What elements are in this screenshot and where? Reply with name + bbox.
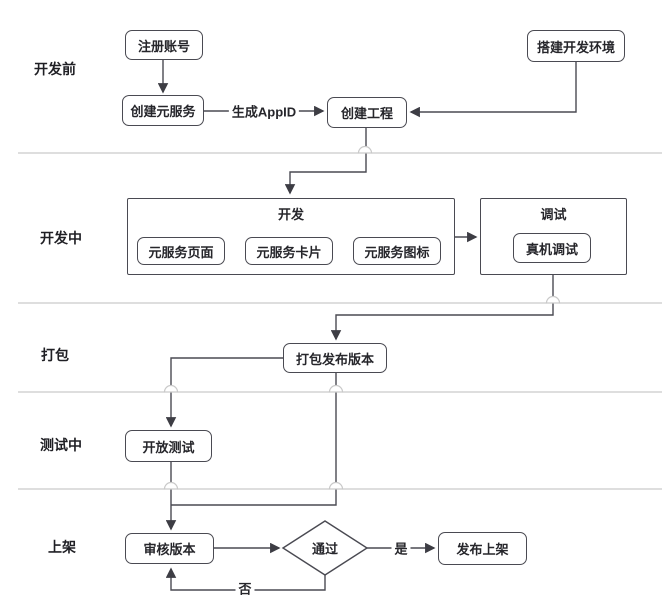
node-register-account: 注册账号	[125, 30, 203, 60]
edge-label-gen-appid: 生成AppID	[228, 101, 300, 121]
divider-hop	[357, 145, 373, 154]
edge-setup-env-to-create-project	[409, 62, 577, 118]
divider-hop	[328, 384, 344, 393]
node-open-test: 开放测试	[125, 430, 212, 462]
node-create-project: 创建工程	[327, 97, 407, 128]
section-dividers	[18, 145, 662, 490]
node-service-card: 元服务卡片	[245, 237, 333, 265]
node-service-page: 元服务页面	[137, 237, 225, 265]
edge-label-yes: 是	[391, 538, 411, 558]
divider-hop	[328, 481, 344, 490]
section-label-pre-dev: 开发前	[34, 61, 76, 77]
node-publish-release: 发布上架	[438, 532, 527, 565]
group-development-title: 开发	[277, 207, 304, 222]
node-service-icon: 元服务图标	[353, 237, 441, 265]
node-package-release-version: 打包发布版本	[283, 343, 387, 373]
section-label-in-dev: 开发中	[40, 230, 82, 246]
section-label-testing: 测试中	[40, 437, 82, 453]
edge-package-to-open-test	[165, 357, 283, 428]
edge-create-project-to-dev-group	[284, 128, 367, 195]
node-device-debug: 真机调试	[513, 233, 591, 263]
divider-hop	[163, 481, 179, 490]
divider-hop	[545, 295, 561, 304]
divider-hop	[163, 384, 179, 393]
group-debug-title: 调试	[540, 207, 567, 222]
decision-pass-label: 通过	[311, 541, 339, 557]
section-label-packaging: 打包	[41, 347, 69, 363]
edge-debug-to-package	[330, 275, 554, 341]
node-setup-dev-env: 搭建开发环境	[527, 30, 625, 62]
edge-package-to-review-branch	[171, 372, 337, 506]
edge-label-no: 否	[235, 578, 255, 598]
node-create-atomic-service: 创建元服务	[122, 95, 204, 126]
section-label-release: 上架	[48, 539, 76, 555]
decision-diamond	[281, 520, 369, 576]
node-review-version: 审核版本	[125, 533, 214, 564]
